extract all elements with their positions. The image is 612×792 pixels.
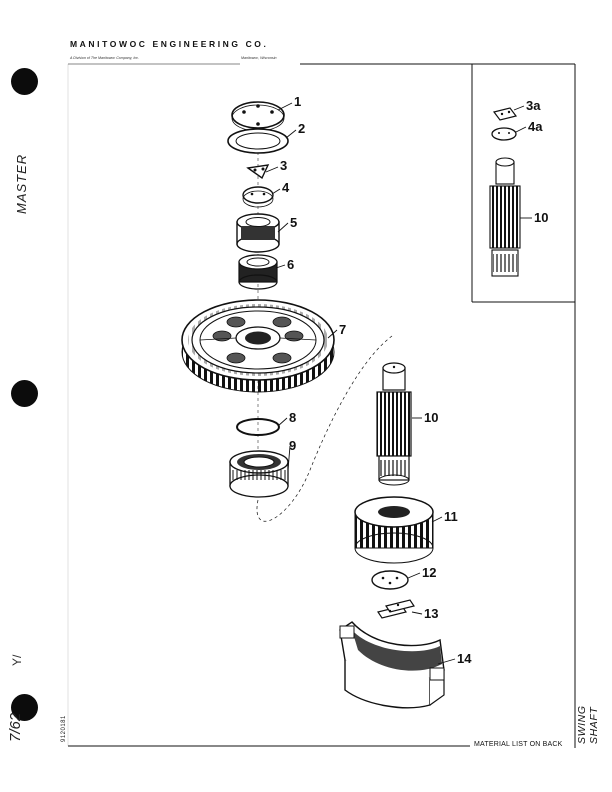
- callout-4a: 4a: [528, 119, 543, 134]
- callout-9: 9: [289, 438, 296, 453]
- callout-5: 5: [290, 215, 297, 230]
- part-4-washer: [242, 186, 274, 208]
- part-5-bearing: [236, 213, 280, 253]
- inset-part-10-shaft: [489, 157, 521, 277]
- callout-3: 3: [280, 158, 287, 173]
- callout-leaders: [265, 102, 532, 665]
- callout-2: 2: [298, 121, 305, 136]
- inset-part-4a-washer: [491, 127, 517, 141]
- part-1-cap-plate: [231, 101, 285, 132]
- part-2-gasket: [227, 128, 289, 154]
- material-list-note: MATERIAL LIST ON BACK: [474, 741, 563, 748]
- callout-1: 1: [294, 94, 301, 109]
- callout-3a: 3a: [526, 98, 541, 113]
- part-12-end-plate: [371, 570, 409, 590]
- part-3-lock-plate: [246, 164, 270, 180]
- part-10-swing-shaft: [376, 362, 412, 486]
- callout-10-inset: 10: [534, 210, 548, 225]
- assembly-leader-curve: [256, 335, 393, 522]
- callout-8: 8: [289, 410, 296, 425]
- callout-4: 4: [282, 180, 290, 195]
- callout-14: 14: [457, 651, 472, 666]
- division-line: A Division of The Manitowoc Company, Inc…: [70, 56, 140, 60]
- part-6-sleeve: [238, 254, 278, 290]
- part-9-lower-bearing: [229, 450, 289, 498]
- part-8-snap-ring: [236, 418, 280, 436]
- binder-hole-bottom: [11, 694, 38, 721]
- binder-hole-middle: [11, 380, 38, 407]
- part-13-lock-plates: [377, 599, 415, 619]
- callout-11: 11: [444, 509, 458, 524]
- callout-10: 10: [424, 410, 438, 425]
- part-11-pinion-gear: [354, 496, 434, 564]
- callout-12: 12: [422, 565, 436, 580]
- binder-hole-top: [11, 68, 38, 95]
- callout-13: 13: [424, 606, 438, 621]
- callout-6: 6: [287, 257, 294, 272]
- company-name: MANITOWOC ENGINEERING CO.: [70, 39, 269, 49]
- callout-7: 7: [339, 322, 346, 337]
- part-14-guard: [339, 621, 445, 709]
- part-7-large-gear: [181, 299, 335, 393]
- location-line: Manitowoc, Wisconsin: [241, 56, 277, 60]
- inset-part-3a-lock-plate: [492, 107, 518, 121]
